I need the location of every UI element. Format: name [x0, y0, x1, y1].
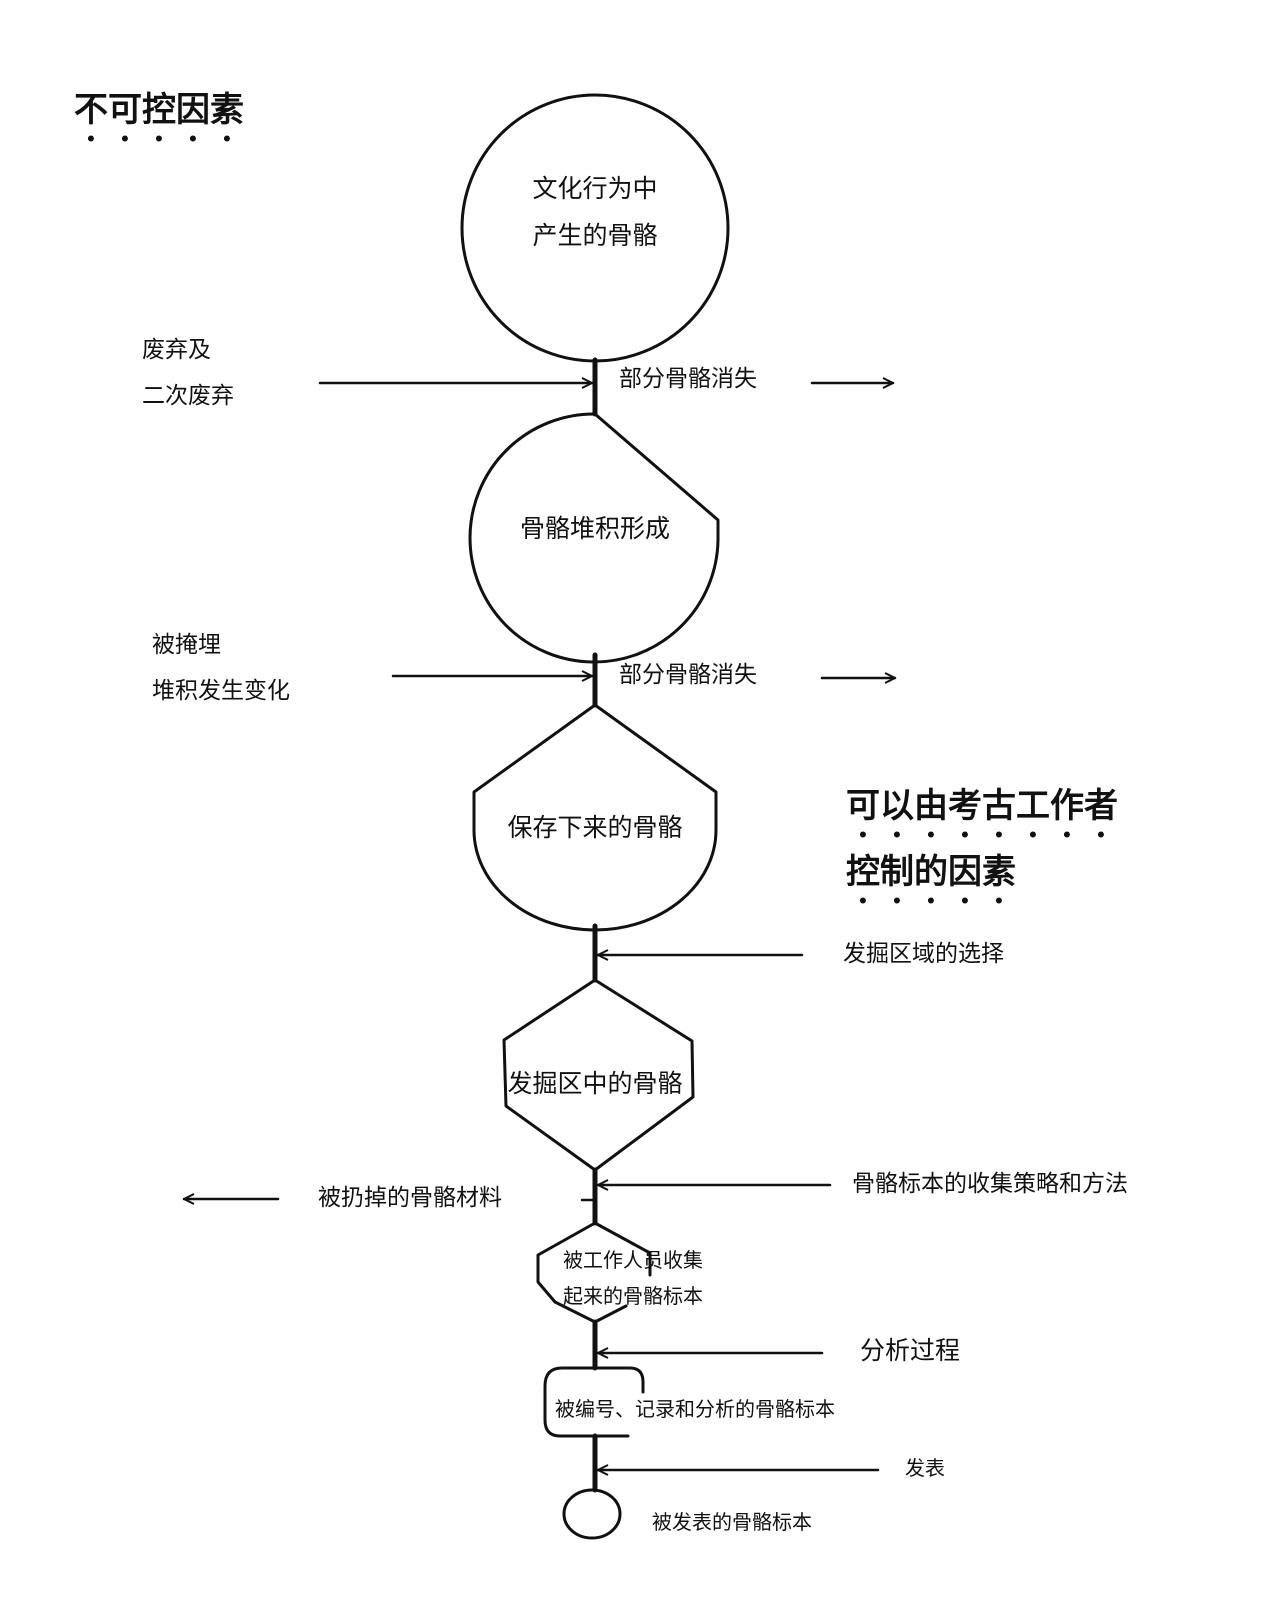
- input-burial-line2: 堆积发生变化: [152, 678, 290, 704]
- input-area-selection-label: 发掘区域的选择: [843, 941, 1004, 967]
- heading-controllable-line1: 可以由考古工作者: [846, 786, 1118, 826]
- input-discard-label: 废弃及 二次废弃: [142, 339, 234, 408]
- input-publication-label: 发表: [905, 1456, 945, 1480]
- node-preserved-bones-shape: [472, 703, 718, 932]
- input-analysis-label: 分析过程: [860, 1336, 961, 1365]
- node-excavation-bones-label: 发掘区中的骨骼: [507, 1069, 683, 1098]
- output-loss-2-label: 部分骨骼消失: [619, 662, 757, 688]
- node-collected-specimens-label: 被工作人员收集 起来的骨骼标本: [563, 1250, 703, 1306]
- node-published-specimens-label: 被发表的骨骼标本: [652, 1510, 812, 1534]
- input-burial-line1: 被掩埋: [152, 632, 221, 658]
- node-collected-specimens-shape: [536, 1221, 652, 1324]
- node-published-specimens-shape: [562, 1488, 622, 1540]
- input-discard-line2: 二次废弃: [142, 383, 234, 409]
- node-recorded-specimens-shape: [543, 1366, 645, 1438]
- node-excavation-bones-shape: [502, 978, 695, 1172]
- output-loss-1-label: 部分骨骼消失: [619, 366, 757, 392]
- input-discard-line1: 废弃及: [142, 337, 211, 363]
- node-bone-accumulation-shape: [468, 412, 720, 664]
- input-collection-strategy-label: 骨骼标本的收集策略和方法: [852, 1171, 1128, 1197]
- node-cultural-bones-line1: 文化行为中: [532, 174, 658, 203]
- output-discarded-label: 被扔掉的骨骼材料: [318, 1185, 502, 1211]
- node-recorded-specimens-label: 被编号、记录和分析的骨骼标本: [555, 1397, 835, 1421]
- node-preserved-bones-label: 保存下来的骨骼: [507, 813, 683, 842]
- node-collected-specimens-line2: 起来的骨骼标本: [563, 1284, 703, 1308]
- input-burial-label: 被掩埋 堆积发生变化: [152, 634, 290, 703]
- node-cultural-bones-label: 文化行为中 产生的骨骼: [495, 176, 695, 248]
- node-bone-accumulation-label: 骨骼堆积形成: [519, 514, 670, 543]
- node-collected-specimens-line1: 被工作人员收集: [563, 1248, 703, 1272]
- heading-uncontrollable-factors: 不可控因素: [74, 90, 244, 130]
- heading-controllable-line2: 控制的因素: [846, 852, 1016, 892]
- node-cultural-bones-shape: [460, 93, 730, 363]
- node-cultural-bones-line2: 产生的骨骼: [532, 221, 658, 250]
